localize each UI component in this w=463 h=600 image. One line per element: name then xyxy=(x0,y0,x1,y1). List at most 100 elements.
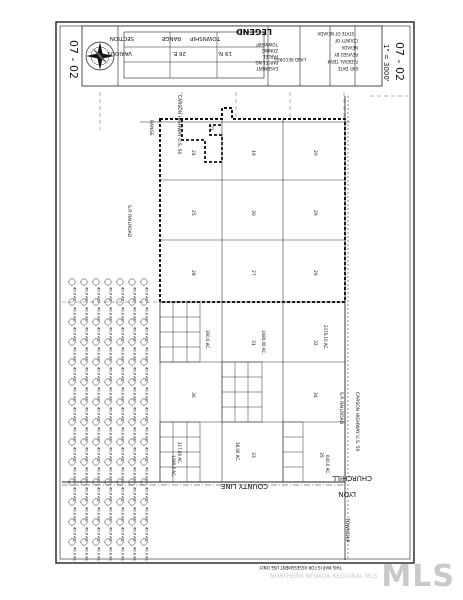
parcel-id-oval xyxy=(128,498,136,506)
parcel-acreage: 40.0 AC. xyxy=(85,447,89,462)
parcel-acreage: 40.0 AC. xyxy=(121,447,125,462)
section-number: 29 xyxy=(312,210,318,216)
parcel-acreage: 40.0 AC. xyxy=(145,307,149,322)
parcel-acreage: 40.0 AC. xyxy=(97,507,101,522)
parcel-acreage: 40.0 AC. xyxy=(133,407,137,422)
parcel-id-oval xyxy=(68,418,76,426)
parcel-id-oval xyxy=(80,338,88,346)
parcel-id-oval xyxy=(104,478,112,486)
parcel-id-oval xyxy=(128,418,136,426)
parcel-id-oval xyxy=(80,518,88,526)
map-number-top: 07 - 02 xyxy=(67,40,80,79)
range-label: RANGE xyxy=(148,120,154,136)
parcel-acreage: 40.0 AC. xyxy=(145,347,149,362)
parcel-id-oval xyxy=(140,538,148,546)
parcel-id-oval xyxy=(128,298,136,306)
mls-watermark: NORTHERN NEVADA REGIONAL MLS MLS xyxy=(270,559,455,594)
parcel-acreage: 40.0 AC. xyxy=(121,367,125,382)
parcel-acreage: 40.0 AC. xyxy=(109,347,113,362)
parcel-id-oval xyxy=(104,518,112,526)
parcel-id-oval xyxy=(116,298,124,306)
parcel-id-oval xyxy=(140,438,148,446)
parcel-id-oval xyxy=(140,518,148,526)
parcel-id-oval xyxy=(92,318,100,326)
state-label: STATE OF NEVADA xyxy=(317,31,354,36)
parcel-acreage: 40.0 AC. xyxy=(121,407,125,422)
parcel-id-oval xyxy=(80,298,88,306)
section-number: 34 xyxy=(312,392,318,398)
parcel-id-oval xyxy=(140,338,148,346)
parcel-id-oval xyxy=(116,438,124,446)
parcel-acreage: 40.0 AC. xyxy=(109,367,113,382)
parcel-acreage: 40.0 AC. xyxy=(73,467,77,482)
parcel-id-oval xyxy=(68,538,76,546)
parcel-id-oval xyxy=(68,298,76,306)
acreage-label: 1280.0 AC. xyxy=(171,455,176,477)
parcel-acreage: 40.0 AC. xyxy=(145,447,149,462)
parcel-id-oval xyxy=(104,538,112,546)
parcel-id-oval xyxy=(80,358,88,366)
parcel-id-oval xyxy=(140,458,148,466)
parcel-id-oval xyxy=(140,478,148,486)
parcel-id-oval xyxy=(68,378,76,386)
parcel-list: 40.0 AC. 40.0 AC. 40.0 AC. 40.0 AC. 40.0 AC.… xyxy=(68,278,149,562)
parcel-acreage: 40.0 AC. xyxy=(97,447,101,462)
parcel-id-oval xyxy=(140,298,148,306)
parcel-acreage: 40.0 AC. xyxy=(121,387,125,402)
parcel-id-oval xyxy=(104,298,112,306)
parcel-acreage: 40.0 AC. xyxy=(97,287,101,302)
section-number: 24 xyxy=(190,150,196,156)
parcel-id-oval xyxy=(68,278,76,286)
parcel-id-oval xyxy=(116,358,124,366)
parcel-id-oval xyxy=(92,378,100,386)
parcel-id-oval xyxy=(128,538,136,546)
parcel-id-oval xyxy=(116,278,124,286)
county-line-2: NEVADA xyxy=(341,45,358,50)
parcel-id-oval xyxy=(128,458,136,466)
county-line-4: FEDERAL TERM xyxy=(327,59,358,64)
parcel-acreage: 40.0 AC. xyxy=(85,487,89,502)
parcel-acreage: 40.0 AC. xyxy=(73,487,77,502)
parcel-id-oval xyxy=(80,478,88,486)
parcel-id-oval xyxy=(92,418,100,426)
parcel-acreage: 40.0 AC. xyxy=(73,387,77,402)
map-scale: 1" = 3000' xyxy=(382,44,390,82)
legend-title: LEGEND xyxy=(236,27,272,36)
parcel-id-oval xyxy=(68,478,76,486)
section-number: 36 xyxy=(190,392,196,398)
parcel-id-oval xyxy=(104,418,112,426)
trs-header-section: SECTION xyxy=(110,35,134,41)
parcel-acreage: 40.0 AC. xyxy=(121,487,125,502)
parcel-id-oval xyxy=(68,338,76,346)
parcel-acreage: 40.0 AC. xyxy=(97,527,101,542)
legend-item-zoning: ZONING xyxy=(262,48,278,53)
parcel-acreage: 40.0 AC. xyxy=(133,507,137,522)
parcel-id-oval xyxy=(128,278,136,286)
parcel-acreage: 40.0 AC. xyxy=(145,427,149,442)
parcel-id-oval xyxy=(116,338,124,346)
trs-header-township: TOWNSHIP xyxy=(190,35,221,41)
sp-railroad-label-left: S.P. RAILROAD xyxy=(126,205,132,238)
parcel-id-oval xyxy=(68,458,76,466)
watermark-brand: MLS xyxy=(381,559,455,594)
parcel-acreage: 40.0 AC. xyxy=(121,347,125,362)
section-number: 35 xyxy=(318,452,324,458)
parcel-id-oval xyxy=(104,378,112,386)
parcel-id-oval xyxy=(116,458,124,466)
parcel-acreage: 40.0 AC. xyxy=(109,527,113,542)
parcel-acreage: 40.0 AC. xyxy=(85,307,89,322)
legend-item-easement: EASEMENT xyxy=(256,66,278,71)
parcel-acreage: 40.0 AC. xyxy=(97,307,101,322)
parcel-acreage: 40.0 AC. xyxy=(85,527,89,542)
district-boundary xyxy=(159,107,346,303)
trs-value-section: VARIOUS xyxy=(107,50,132,56)
parcel-id-oval xyxy=(80,318,88,326)
map-number-bottom: 07 - 02 xyxy=(393,42,406,81)
parcel-id-oval xyxy=(140,418,148,426)
parcel-acreage: 40.0 AC. xyxy=(109,407,113,422)
parcel-acreage: 40.0 AC. xyxy=(121,327,125,342)
parcel-acreage: 40.0 AC. xyxy=(133,387,137,402)
parcel-id-oval xyxy=(80,418,88,426)
parcel-acreage: 40.0 AC. xyxy=(73,507,77,522)
parcel-acreage: 40.0 AC. xyxy=(133,467,137,482)
